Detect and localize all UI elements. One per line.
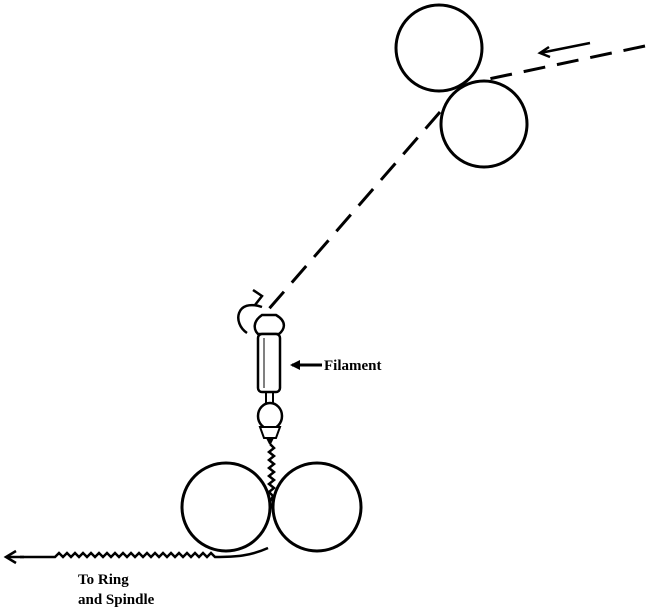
delivery-roller-left xyxy=(180,461,272,553)
incoming-filament-line xyxy=(483,44,646,82)
twisted-yarn-vertical xyxy=(266,443,277,509)
rotation-arrow-icon xyxy=(237,303,263,335)
output-label-line2: and Spindle xyxy=(78,592,155,608)
rotation-arrowhead xyxy=(252,288,264,306)
filament-path-line xyxy=(266,111,442,311)
filament-pointer-arrow xyxy=(290,360,322,370)
twister-body xyxy=(253,313,286,444)
output-label-line1: To Ring xyxy=(78,572,129,588)
delivery-roller-right xyxy=(271,461,363,553)
twisted-yarn-output xyxy=(20,546,269,559)
top-feed-roller xyxy=(394,3,484,93)
lower-feed-roller xyxy=(439,79,529,169)
feed-direction-arrow xyxy=(537,41,591,59)
filament-label: Filament xyxy=(324,358,382,374)
output-direction-arrow xyxy=(3,549,24,565)
